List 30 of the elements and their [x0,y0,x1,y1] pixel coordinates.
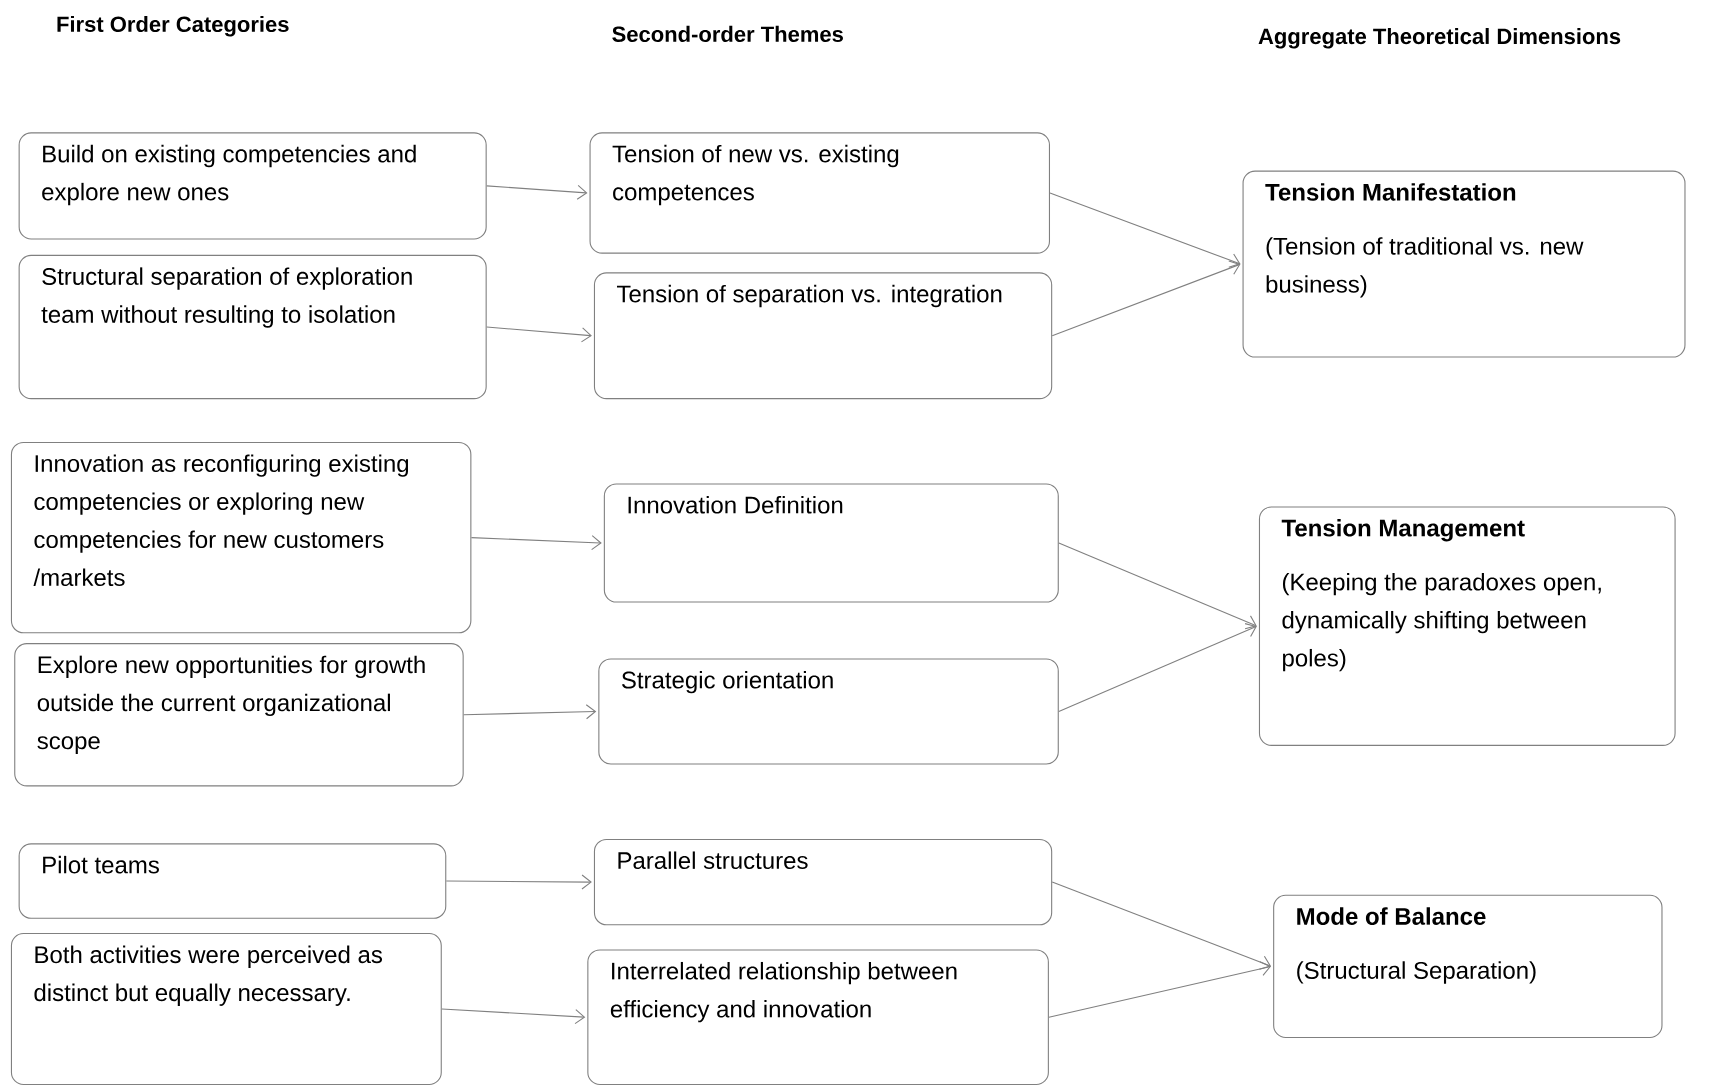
text-box: Mode of Balance (Structural Separation) [1273,894,1663,1038]
text-box: Build on existing competencies and explore new ones [18,132,487,240]
arrow [486,184,588,200]
text-box: Interrelated relationship between efficiency and innovation [587,949,1049,1085]
arrow [463,704,597,720]
text-box: Tension of separation vs. integration [593,272,1053,400]
arrow [1058,542,1257,630]
text-box: Explore new opportunities for growth outside the current organizational scope [14,643,464,787]
text-box: Strategic orientation [598,658,1059,765]
arrow [486,326,592,343]
text-box: Tension of new vs. existing competences [589,132,1050,254]
arrow [441,1008,586,1025]
text-box: Structural separation of exploration team without resulting to isolation [18,254,487,400]
arrow [1049,192,1241,268]
text-box: Tension Management (Keeping the paradoxes open, dynamically shifting between poles) [1258,506,1676,746]
column-heading: Aggregate Theoretical Dimensions [1258,28,1621,49]
arrow [470,535,602,551]
text-box: Pilot teams [18,843,447,919]
text-box: Parallel structures [593,838,1053,926]
text-box: Innovation as reconfiguring existing competencies or exploring new competencies for new customers /markets [10,441,472,634]
text-box: Innovation Definition [603,483,1059,603]
arrow [445,874,592,890]
arrow [1051,260,1241,337]
arrow [1058,623,1257,712]
arrow [1048,961,1272,1018]
text-box: Tension Manifestation (Tension of traditional vs. new business) [1242,170,1686,358]
arrow [1051,881,1272,970]
text-box: Both activities were perceived as distinct but equally necessary. [10,933,442,1085]
column-heading: First Order Categories [57,15,289,37]
column-heading: Second-order Themes [612,25,843,42]
